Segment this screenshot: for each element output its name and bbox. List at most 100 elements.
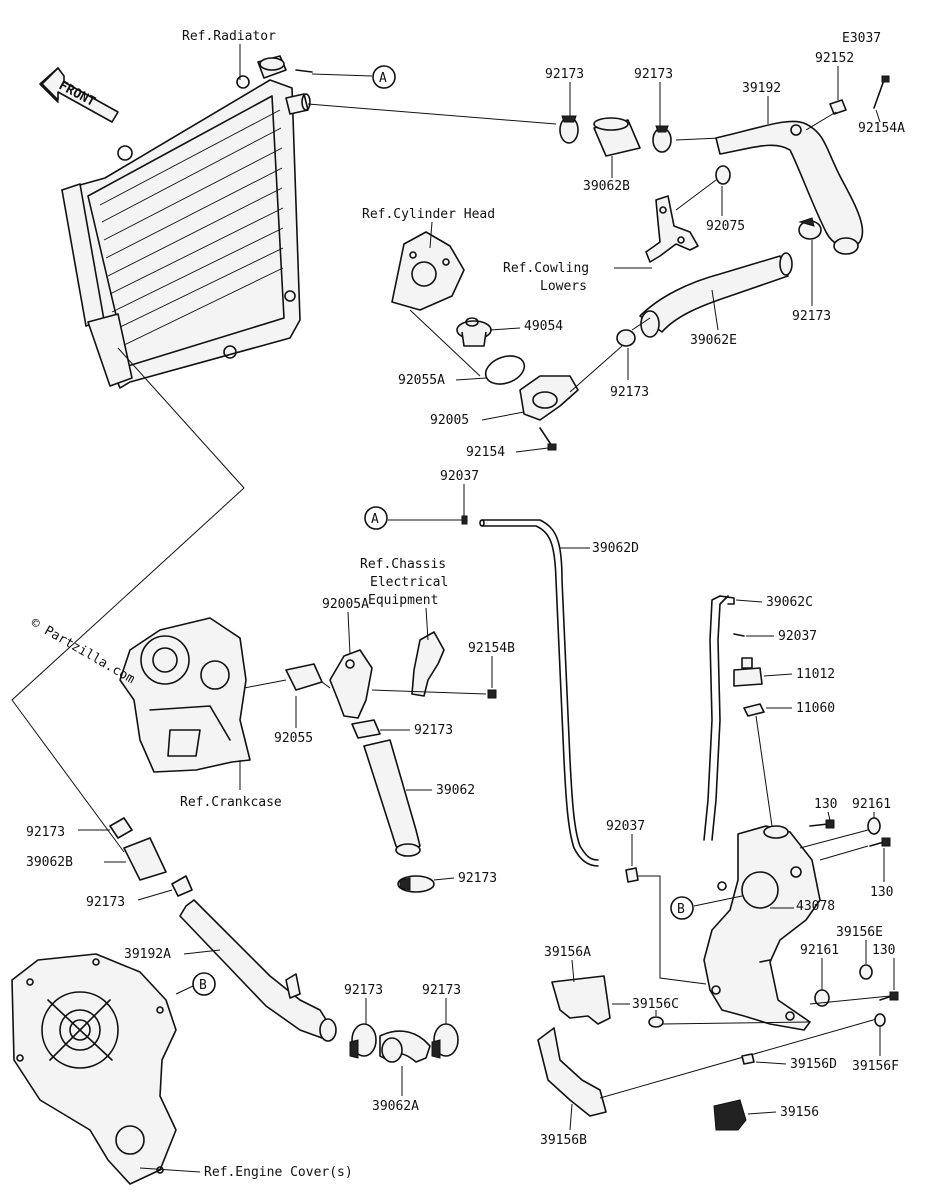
svg-text:A: A xyxy=(379,71,387,86)
label-92173-c: 92173 xyxy=(792,309,831,324)
bolt-130-mid xyxy=(869,837,891,847)
o-ring-92055a xyxy=(484,355,526,385)
clamp-92173-thermostat xyxy=(616,329,636,347)
diagram-code: E3037 xyxy=(842,31,881,46)
panel-39156b xyxy=(537,1027,607,1117)
clip-92037-right xyxy=(733,633,745,637)
label-92055a: 92055A xyxy=(398,373,445,388)
clip-92037-top xyxy=(461,515,468,525)
radiator-part xyxy=(61,55,313,389)
clamp-92173-upper-right xyxy=(652,125,672,153)
hose-39062 xyxy=(363,739,421,857)
label-92173-i: 92173 xyxy=(344,983,383,998)
label-92173-b: 92173 xyxy=(634,67,673,82)
label-39062d: 39062D xyxy=(592,541,639,556)
gasket-92055 xyxy=(285,663,323,691)
grommet-92075 xyxy=(715,165,731,185)
label-92005: 92005 xyxy=(430,413,469,428)
label-39156c: 39156C xyxy=(632,997,679,1012)
svg-text:A: A xyxy=(371,512,379,527)
label-39062b-upper: 39062B xyxy=(583,179,630,194)
hose-39062b-lower xyxy=(123,837,167,881)
bolt-92154a xyxy=(873,75,890,109)
reservoir-tank-43078 xyxy=(703,825,821,1031)
label-92075: 92075 xyxy=(706,219,745,234)
label-92154b: 92154B xyxy=(468,641,515,656)
engine-cover-part xyxy=(11,953,177,1185)
clip-39156d xyxy=(741,1053,755,1065)
bracket-cowling xyxy=(645,195,699,263)
label-92152: 92152 xyxy=(815,51,854,66)
label-39156a: 39156A xyxy=(544,945,591,960)
label-92173-a: 92173 xyxy=(545,67,584,82)
label-92005a: 92005A xyxy=(322,597,369,612)
label-43078: 43078 xyxy=(796,899,835,914)
grommet-39156f xyxy=(874,1013,886,1027)
ref-engine-cover-label: Ref.Engine Cover(s) xyxy=(204,1165,353,1180)
front-label: FRONT xyxy=(56,78,98,110)
clamp-92173-upper-left xyxy=(559,115,579,144)
svg-text:B: B xyxy=(677,902,685,917)
hose-39062b-upper xyxy=(593,117,641,157)
connector-a-marker-2: A xyxy=(364,506,388,530)
label-49054: 49054 xyxy=(524,319,563,334)
label-92161-a: 92161 xyxy=(852,797,891,812)
panel-39156a xyxy=(551,975,611,1025)
label-92173-e: 92173 xyxy=(414,723,453,738)
breather-hose-39062d xyxy=(479,519,599,867)
label-39156: 39156 xyxy=(780,1105,819,1120)
clamp-92173-mid-lower xyxy=(397,875,435,893)
label-92037-mid: 92037 xyxy=(606,819,645,834)
clamp-92173-lower-1 xyxy=(109,817,133,839)
bolt-92154b xyxy=(487,689,497,699)
grommet-39156e xyxy=(859,964,873,980)
clamp-92173-lower-3 xyxy=(349,1023,377,1059)
label-39156f: 39156F xyxy=(852,1059,899,1074)
label-39156d: 39156D xyxy=(790,1057,837,1072)
clamp-92173-mid xyxy=(351,719,381,739)
ref-crankcase-label: Ref.Crankcase xyxy=(180,795,282,810)
label-plate-11060 xyxy=(743,703,765,717)
label-11012: 11012 xyxy=(796,667,835,682)
water-pipe-92005a xyxy=(329,649,373,719)
watermark: © Partzilla.com xyxy=(28,615,137,687)
bolt-130-top xyxy=(809,819,835,829)
thermostat-cover-92005 xyxy=(519,375,579,421)
cylinder-head-part xyxy=(391,231,465,311)
hose-39062e xyxy=(639,252,793,338)
clamp-92173-right xyxy=(798,217,822,240)
label-39062: 39062 xyxy=(436,783,475,798)
ref-cylinder-head-label: Ref.Cylinder Head xyxy=(362,207,495,222)
label-39156e: 39156E xyxy=(836,925,883,940)
label-92173-h: 92173 xyxy=(86,895,125,910)
svg-text:B: B xyxy=(199,978,207,993)
ref-radiator-label: Ref.Radiator xyxy=(182,29,276,44)
crankcase-part xyxy=(119,617,251,773)
label-130-a: 130 xyxy=(814,797,837,812)
label-39062e: 39062E xyxy=(690,333,737,348)
thermostat-49054 xyxy=(456,317,492,347)
connector-a-marker: A xyxy=(372,65,396,89)
label-92055: 92055 xyxy=(274,731,313,746)
cap-11012 xyxy=(733,657,763,687)
label-39062b-lower: 39062B xyxy=(26,855,73,870)
front-arrow-icon: FRONT xyxy=(39,67,119,123)
label-92037-right: 92037 xyxy=(778,629,817,644)
label-39192: 39192 xyxy=(742,81,781,96)
label-130-c: 130 xyxy=(872,943,895,958)
connector-b-marker: B xyxy=(670,896,694,920)
label-92173-j: 92173 xyxy=(422,983,461,998)
label-39156b: 39156B xyxy=(540,1133,587,1148)
ref-chassis-label-2: Electrical xyxy=(370,575,448,590)
clamp-92173-lower-4 xyxy=(431,1023,459,1059)
hose-39062a xyxy=(379,1030,431,1063)
label-92154: 92154 xyxy=(466,445,505,460)
hose-39192 xyxy=(715,120,864,255)
label-39192a: 39192A xyxy=(124,947,171,962)
connector-b-marker-2: B xyxy=(192,972,216,996)
grommet-92161-top xyxy=(867,817,881,835)
label-92173-g: 92173 xyxy=(26,825,65,840)
hose-39062c xyxy=(703,595,735,841)
label-92161-b: 92161 xyxy=(800,943,839,958)
